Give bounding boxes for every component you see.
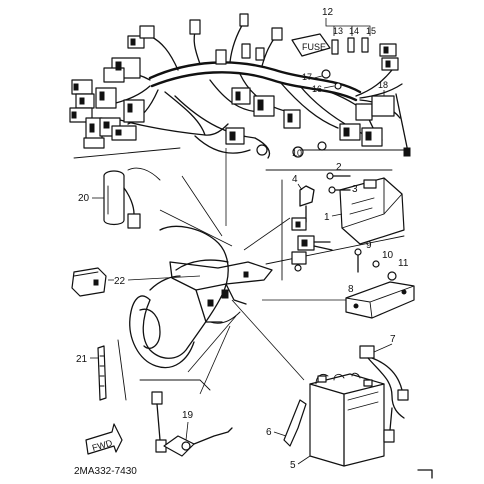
callout-7: 7 [390,334,396,345]
callout-10: 10 [382,250,394,261]
frame-outline [129,148,346,395]
callout-12: 12 [322,7,334,18]
part-22-unit: 22 [71,267,201,297]
part-1-regulator: 1 [324,177,405,245]
callout-20: 20 [78,193,90,204]
callout-4: 4 [292,174,298,185]
callout-17: 17 [302,72,312,82]
callout-6: 6 [266,427,272,438]
callout-3: 3 [352,184,358,195]
relay-18: 18 [371,80,395,117]
part-5-battery: 5 [290,372,385,471]
callout-13: 13 [333,26,343,36]
harness-bracket [73,147,405,159]
svg-text:FUSE: FUSE [302,42,326,52]
part-21-strap: 21 [76,339,127,401]
fuse-box: FUSE 12 13 14 15 17 16 [291,7,399,94]
callout-22: 22 [114,276,126,287]
callout-8: 8 [348,284,354,295]
callout-16: 16 [312,84,322,94]
callout-5: 5 [290,460,296,471]
parts-9-10-11: 9 10 11 [354,240,409,281]
corner-mark [417,469,433,479]
part-7-leads: 7 [359,334,409,443]
callout-14: 14 [349,26,359,36]
callout-1: 1 [324,212,330,223]
part-4-connector: 4 [291,174,333,272]
callout-21: 21 [76,354,88,365]
part-6-band: 6 [266,399,307,447]
fwd-arrow: FWD [85,423,123,455]
svg-text:10: 10 [292,148,302,158]
part-code: 2MA332-7430 [74,466,137,477]
callout-9: 9 [366,240,372,251]
callout-18: 18 [378,80,388,90]
parts-2-3-bolts: 2 3 [326,162,358,195]
callout-19: 19 [182,410,194,421]
part-19-switch: 19 [139,379,233,457]
harness-plugs: 10 [139,13,383,158]
part-20-relay: 20 [78,167,161,229]
connector-cluster-left [69,35,145,149]
part-8-bracket: 8 [345,281,415,319]
callout-15: 15 [366,26,376,36]
callout-2: 2 [336,162,342,173]
callout-11: 11 [398,258,409,269]
regulator-panel [265,169,405,281]
